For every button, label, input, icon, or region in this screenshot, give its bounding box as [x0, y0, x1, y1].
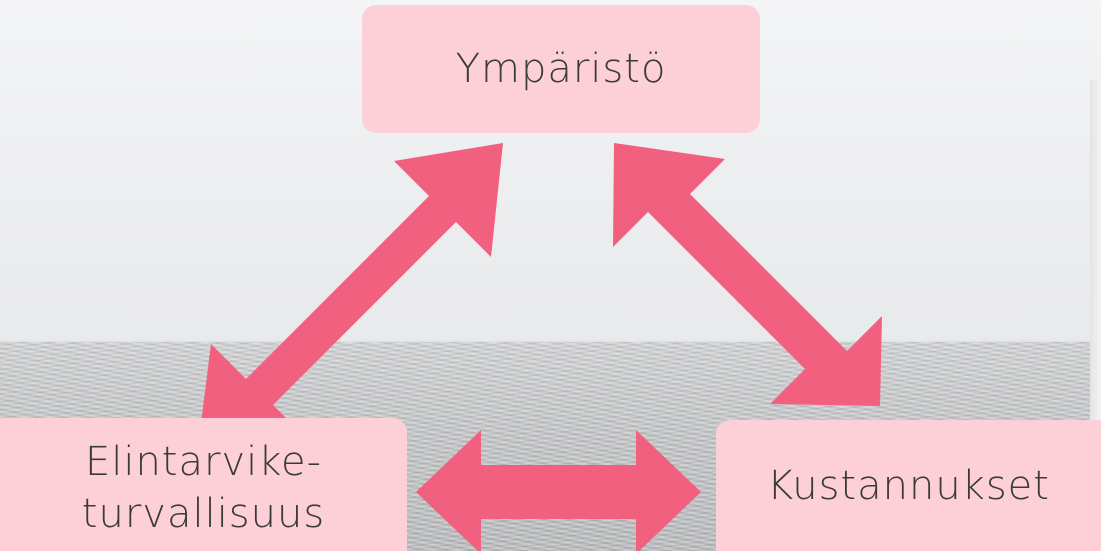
arrow-environment-costs [613, 143, 882, 406]
node-food-safety: Elintarvike- turvallisuus [0, 418, 407, 551]
node-costs: Kustannukset [716, 420, 1101, 551]
node-food-safety-label-line1: Elintarvike- [84, 438, 323, 485]
node-environment: Ympäristö [362, 5, 760, 133]
node-food-safety-label-line2: turvallisuus [81, 490, 326, 537]
arrow-environment-food-safety [197, 143, 503, 455]
arrow-food-safety-costs [416, 430, 701, 551]
node-food-safety-text: Elintarvike- turvallisuus [82, 436, 325, 540]
background-pillar [1090, 80, 1101, 551]
node-costs-label: Kustannukset [767, 462, 1050, 509]
node-environment-label: Ympäristö [455, 46, 667, 92]
